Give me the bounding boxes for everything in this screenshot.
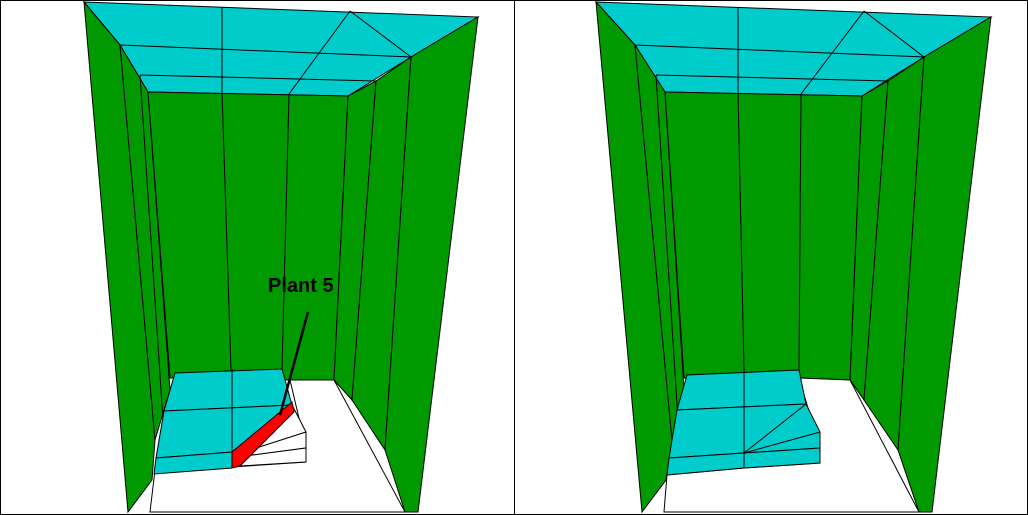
left-3d-view: Plant 5: [82, 0, 480, 514]
back-wall: [147, 91, 349, 381]
right-wall: [849, 16, 992, 513]
annotation-leader-line: [278, 311, 310, 416]
right-3d-view: [594, 0, 993, 514]
back-wall: [664, 91, 863, 381]
left-wall: [595, 0, 685, 514]
step-platform: [153, 368, 294, 475]
left-panel: Plant 5: [82, 0, 480, 514]
right-panel: [514, 0, 1028, 515]
right-wall: [333, 16, 479, 513]
plant-5-label: Plant 5: [268, 275, 334, 297]
step-platform: [666, 369, 821, 476]
plant-5-highlight: [231, 401, 295, 469]
